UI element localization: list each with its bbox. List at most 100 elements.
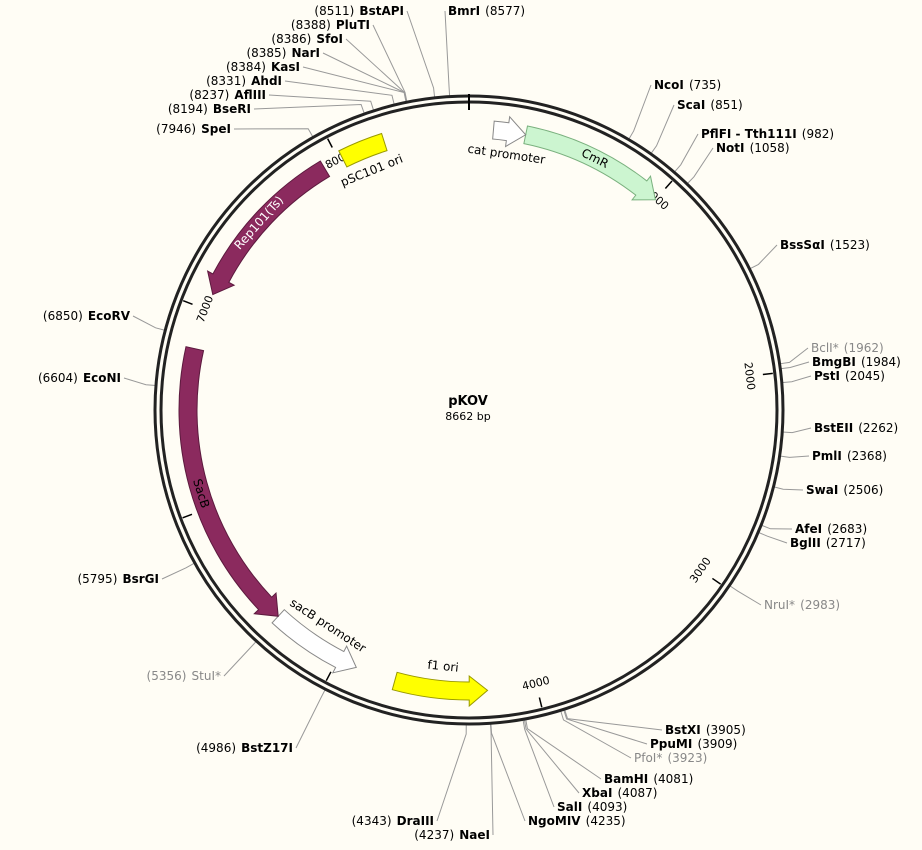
tick-mark [326, 138, 333, 148]
site-bstxi[interactable]: BstXI (3905) [665, 719, 746, 738]
site-nrui[interactable]: NruI* (2983) [764, 594, 840, 613]
site-bstz17i[interactable]: (4986) BstZ17I [196, 737, 293, 756]
site-name: AhdI [251, 74, 282, 88]
site-label: (6850) EcoRV [43, 305, 131, 324]
site-kasi[interactable]: (8384) KasI [226, 56, 300, 75]
site-label: PmlI (2368) [812, 445, 887, 464]
site-afei[interactable]: AfeI (2683) [795, 518, 867, 537]
site-pmli[interactable]: PmlI (2368) [812, 445, 887, 464]
site-bsrgi[interactable]: (5795) BsrGI [77, 568, 159, 587]
site-name: BamHI [604, 772, 648, 786]
site-position: (8511) [314, 4, 354, 18]
site-position: (7946) [156, 122, 196, 136]
tick-mark [664, 180, 673, 190]
site-leader-line [523, 719, 580, 794]
site-position: (5356) [147, 669, 187, 683]
site-label: (4237) NaeI [414, 824, 490, 843]
site-leader-line [628, 84, 652, 140]
site-swai[interactable]: SwaI (2506) [806, 479, 883, 498]
site-draiii[interactable]: (4343) DraIII [352, 810, 434, 829]
site-sfoi[interactable]: (8386) SfoI [271, 28, 343, 47]
site-ncoi[interactable]: NcoI (735) [654, 74, 721, 93]
site-label: (4986) BstZ17I [196, 737, 293, 756]
site-position: (1523) [830, 238, 870, 252]
site-sali[interactable]: SalI (4093) [557, 796, 627, 815]
site-afliii[interactable]: (8237) AflIII [189, 84, 266, 103]
site-position: (5795) [77, 572, 117, 586]
site-label: BstEII (2262) [814, 417, 898, 436]
site-psti[interactable]: PstI (2045) [814, 365, 885, 384]
site-leader-line [223, 640, 257, 677]
site-name: SfoI [316, 32, 343, 46]
site-spei[interactable]: (7946) SpeI [156, 118, 231, 137]
site-ngomiv[interactable]: NgoMIV (4235) [528, 810, 626, 829]
site-label: (8331) AhdI [206, 70, 282, 89]
site-nari[interactable]: (8385) NarI [246, 42, 320, 61]
site-leader-line [758, 531, 788, 544]
site-label: SalI (4093) [557, 796, 627, 815]
site-name: BseRI [213, 102, 251, 116]
site-name: NarI [291, 46, 320, 60]
site-position: (6604) [38, 371, 78, 385]
site-position: (4087) [618, 786, 658, 800]
site-leader-line [253, 103, 365, 115]
tick-mark [711, 577, 722, 585]
site-name: PmlI [812, 449, 842, 463]
site-pflfi-tth111i[interactable]: PflFI - Tth111I (982) [701, 123, 834, 142]
site-position: (4093) [587, 800, 627, 814]
site-name: BglII [790, 536, 821, 550]
site-pluti[interactable]: (8388) PluTI [291, 14, 370, 33]
site-bmri[interactable]: BmrI (8577) [448, 0, 525, 19]
site-label: (8385) NarI [246, 42, 320, 61]
tick-mark [538, 697, 543, 708]
site-bsteii[interactable]: BstEII (2262) [814, 417, 898, 436]
site-name: XbaI [582, 786, 612, 800]
site-label: BssSαI (1523) [780, 234, 870, 253]
site-bglii[interactable]: BglII (2717) [790, 532, 866, 551]
site-bsss-i[interactable]: BssSαI (1523) [780, 234, 870, 253]
site-label: AfeI (2683) [795, 518, 867, 537]
site-name: BclI* [811, 341, 839, 355]
site-leader-line [781, 375, 812, 384]
site-bstapi[interactable]: (8511) BstAPI [314, 0, 404, 19]
site-bseri[interactable]: (8194) BseRI [168, 98, 251, 117]
site-position: (1058) [750, 141, 790, 155]
site-econi[interactable]: (6604) EcoNI [38, 367, 121, 386]
site-bamhi[interactable]: BamHI (4081) [604, 768, 693, 787]
site-name: StuI* [192, 669, 221, 683]
site-name: BstXI [665, 723, 701, 737]
site-pfoi[interactable]: PfoI* (3923) [634, 747, 707, 766]
site-noti[interactable]: NotI (1058) [716, 137, 790, 156]
site-ppumi[interactable]: PpuMI (3909) [650, 733, 737, 752]
site-name: ScaI [677, 98, 705, 112]
site-leader-line [268, 94, 375, 111]
site-name: NaeI [459, 828, 490, 842]
site-stui[interactable]: (5356) StuI* [147, 665, 221, 684]
site-xbai[interactable]: XbaI (4087) [582, 782, 657, 801]
site-scai[interactable]: ScaI (851) [677, 94, 743, 113]
site-name: SalI [557, 800, 582, 814]
site-ecorv[interactable]: (6850) EcoRV [43, 305, 131, 324]
site-position: (2368) [847, 449, 887, 463]
site-leader-line [686, 147, 714, 185]
feature-f1-ori [391, 671, 489, 708]
site-leader-line [525, 718, 602, 780]
tick-mark [182, 300, 193, 305]
site-label: (8388) PluTI [291, 14, 370, 33]
site-name: SpeI [201, 122, 231, 136]
site-label: NgoMIV (4235) [528, 810, 626, 829]
site-leader-line [161, 562, 196, 580]
site-ahdi[interactable]: (8331) AhdI [206, 70, 282, 89]
site-bmgbi[interactable]: BmgBI (1984) [812, 351, 901, 370]
site-label: (8511) BstAPI [314, 0, 404, 19]
site-label: (8384) KasI [226, 56, 300, 75]
site-name: BssSαI [780, 238, 825, 252]
feature-sacb-promoter [271, 608, 357, 674]
site-position: (8577) [485, 4, 525, 18]
site-position: (851) [710, 98, 742, 112]
tick-mark [762, 372, 773, 376]
backbone [153, 94, 785, 726]
site-bcli[interactable]: BclI* (1962) [811, 337, 884, 356]
site-naei[interactable]: (4237) NaeI [414, 824, 490, 843]
